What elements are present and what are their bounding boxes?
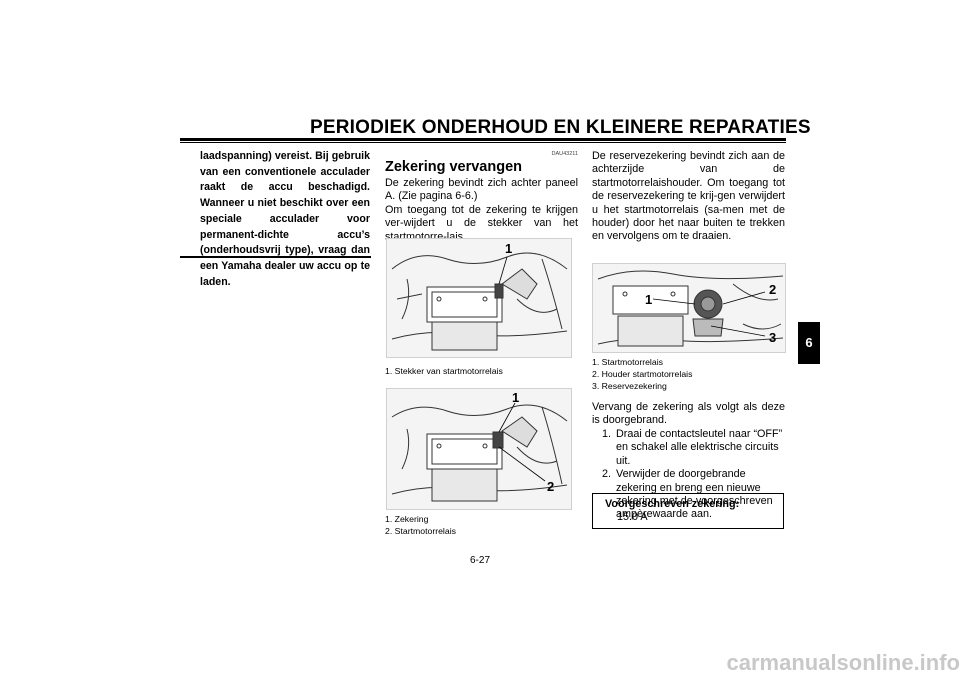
right-paragraph-2: Vervang de zekering als volgt als deze i… [592, 401, 785, 427]
section-paragraph-1: De zekering bevindt zich achter paneel A… [385, 177, 578, 203]
header-rule [180, 138, 786, 141]
figure-spare-fuse: 1 2 3 [592, 263, 786, 353]
spec-label: Voorgeschreven zekering: [605, 498, 740, 510]
right-paragraph-1: De reservezekering bevindt zich aan de a… [592, 150, 785, 243]
step-2-text: Verwijder de doorgebrande zekering en br… [616, 468, 773, 521]
page-number: 6-27 [469, 555, 490, 566]
figure-3-caption-1: 1. Startmotorrelais [592, 357, 663, 367]
replacement-steps: 1. Draai de contactsleutel naar “OFF” en… [592, 428, 785, 522]
figure-fuse-location: 1 2 [386, 388, 572, 510]
figure-3-callout-3: 3 [769, 330, 777, 345]
engine-illustration-3 [597, 270, 784, 347]
section-heading: Zekering vervangen [385, 159, 522, 175]
figure-2-caption-2: 2. Startmotorrelais [385, 526, 456, 536]
figure-1-callout-1: 1 [505, 241, 513, 256]
spec-box: Voorgeschreven zekering: 15.0 A [592, 493, 784, 529]
spec-value: 15.0 A [617, 511, 648, 523]
figure-1-caption-1: 1. Stekker van startmotorrelais [385, 366, 503, 376]
figure-3-caption-2: 2. Houder startmotorrelais [592, 369, 693, 379]
warning-text: laadspanning) vereist. Bij gebruik van e… [200, 150, 370, 288]
header-rule-thin [180, 142, 786, 143]
figure-2-callout-2: 2 [547, 479, 555, 494]
figure-3-callout-1: 1 [645, 292, 653, 307]
step-1-text: Draai de contactsleutel naar “OFF” en sc… [616, 428, 783, 467]
watermark-text: carmanualsonline.info [726, 650, 960, 675]
step-1: 1. Draai de contactsleutel naar “OFF” en… [592, 428, 785, 468]
step-2: 2. Verwijder de doorgebrande zekering en… [592, 468, 785, 522]
engine-illustration [391, 252, 568, 351]
figure-2-caption-1: 1. Zekering [385, 514, 429, 524]
doc-code: DAU43211 [551, 151, 579, 157]
warning-end-rule [180, 256, 371, 258]
figure-3-caption-3: 3. Reservezekering [592, 381, 667, 391]
page-title: PERIODIEK ONDERHOUD EN KLEINERE REPARATI… [310, 117, 811, 138]
step-1-number: 1. [602, 428, 612, 440]
figure-fuse-access: 1 [386, 238, 572, 358]
step-2-number: 2. [602, 468, 612, 481]
chapter-tab: 6 [798, 322, 820, 364]
engine-illustration-2 [391, 402, 568, 502]
figure-3-callout-2: 2 [769, 282, 777, 297]
figure-2-callout-1: 1 [512, 390, 520, 405]
